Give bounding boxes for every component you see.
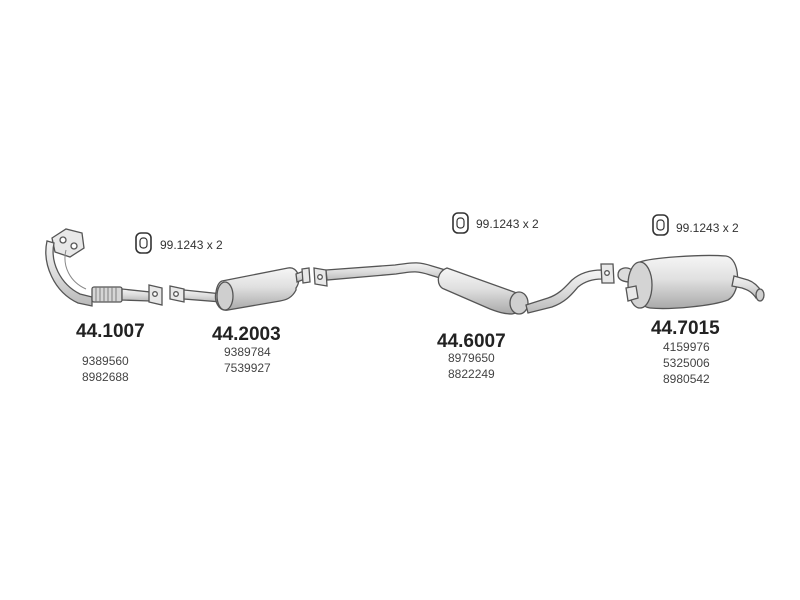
mount-label-1: 99.1243 x 2 [160,238,223,252]
rubber-mount-icon-2 [452,212,469,234]
oe-number: 8822249 [448,367,495,381]
rubber-mount-icon-3 [652,214,669,236]
oe-number: 5325006 [663,356,710,370]
part-number-44-7015: 44.7015 [651,318,720,339]
part-number-44-6007: 44.6007 [437,331,506,352]
oe-number-list: 8979650 8822249 [448,350,495,382]
oe-number: 8980542 [663,372,710,386]
oe-number: 7539927 [224,361,271,375]
oe-number: 8979650 [448,351,495,365]
mount-label-2: 99.1243 x 2 [476,217,539,231]
part-44-2003-center-muffler [169,267,311,311]
part-number-44-2003: 44.2003 [212,324,281,345]
oe-number: 8982688 [82,370,129,384]
oe-number-list: 9389784 7539927 [224,344,271,376]
oe-number: 9389560 [82,354,129,368]
part-44-7015-rear-muffler [617,254,765,310]
part-number-44-1007: 44.1007 [76,321,145,342]
oe-number-list: 4159976 5325006 8980542 [663,339,710,387]
mount-label-3: 99.1243 x 2 [676,221,739,235]
oe-number: 4159976 [663,340,710,354]
rubber-mount-icon-1 [135,232,152,254]
oe-number: 9389784 [224,345,271,359]
part-44-6007-intermediate-muffler [313,262,615,315]
part-44-1007-front-pipe [45,228,163,307]
oe-number-list: 9389560 8982688 [82,353,129,385]
